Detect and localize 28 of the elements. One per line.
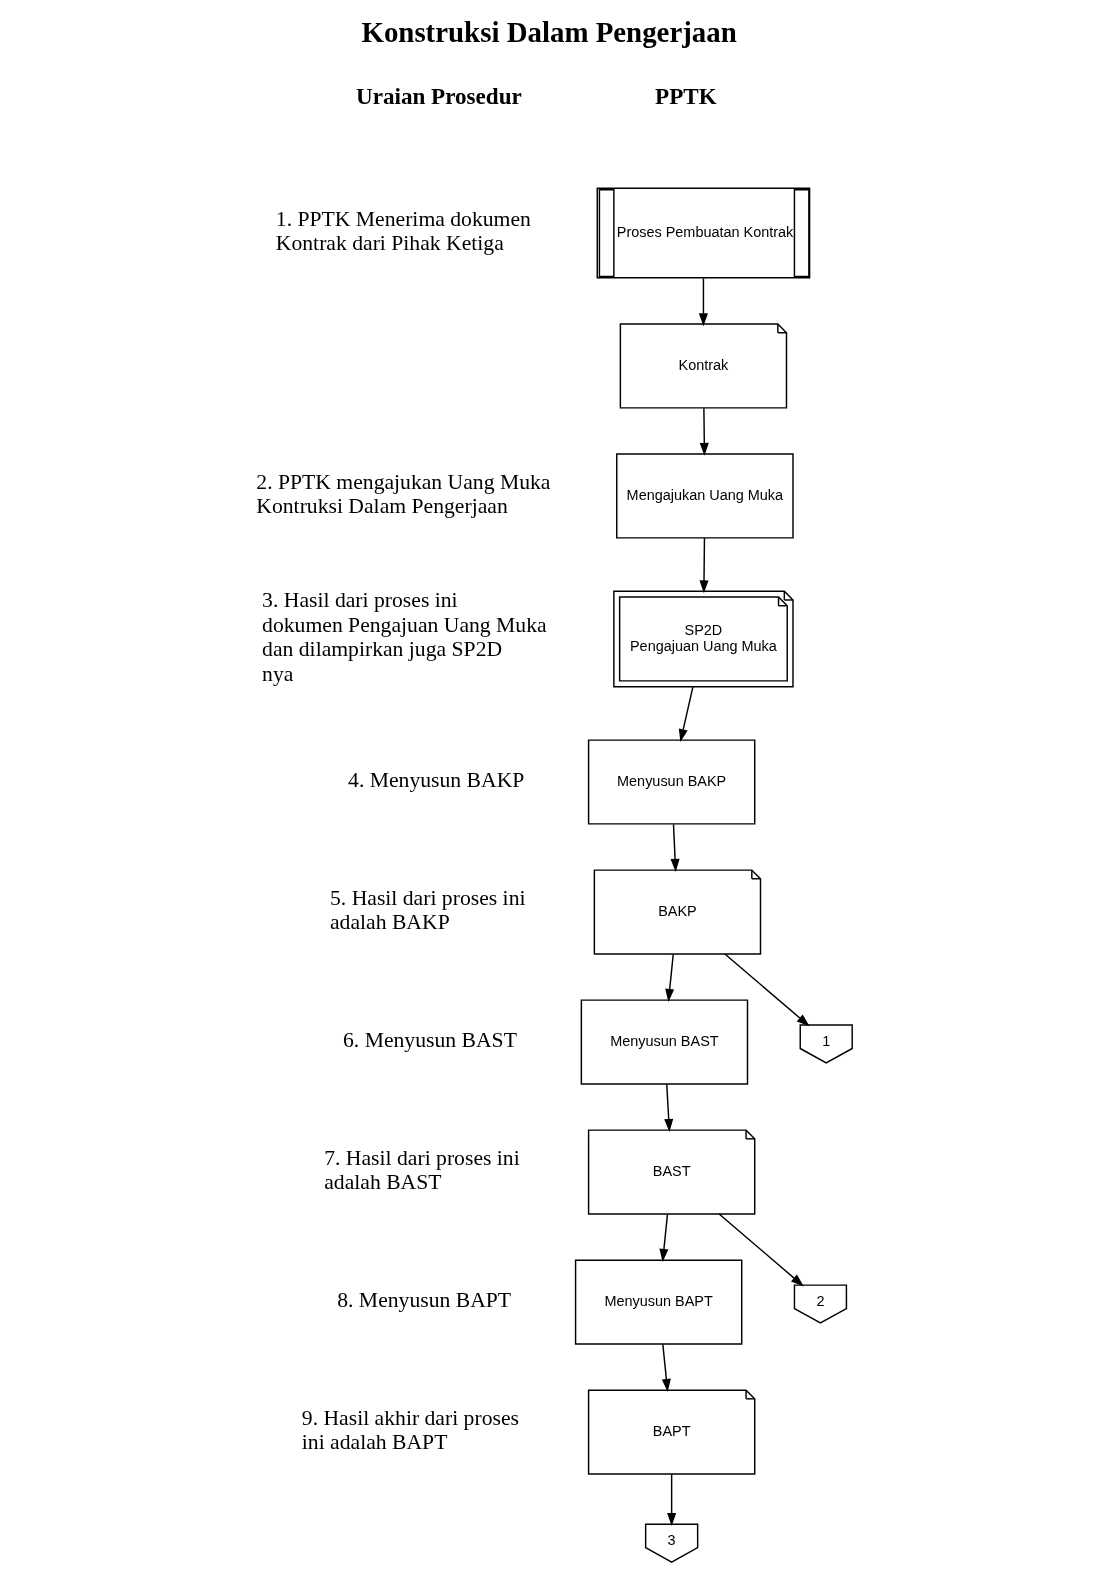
node-box: Menyusun BAPT [574,1259,743,1345]
arrow [699,537,709,594]
label: 6. Menyusun BAST [343,1028,517,1053]
label: 5. Hasil dari proses ini adalah BAKP [330,885,526,935]
arrow [667,1473,677,1526]
label: 3. Hasil dari proses ini dokumen Pengajuan Uang Muka dan dilampirkan juga SP2D nya [262,588,547,686]
arrow [718,1213,804,1287]
arrow [661,1343,671,1392]
label: Uraian Prosedur [356,83,522,110]
node-box: Menyusun BAST [580,999,749,1085]
node-box: Mengajukan Uang Muka [616,453,794,539]
label: 7. Hasil dari proses ini adalah BAST [324,1145,520,1195]
node-box: Menyusun BAKP [587,739,756,825]
label: 8. Menyusun BAPT [337,1288,512,1313]
label: PPTK [655,83,717,110]
label: 2. PPTK mengajukan Uang Muka Kontruksi Dalam Pengerjaan [256,469,551,519]
arrow [698,277,708,327]
arrow [670,823,680,872]
diagram-title: Konstruksi Dalam Pengerjaan [361,16,737,49]
label: 1. PPTK Menerima dokumen Kontrak dari Pihak Ketiga [275,206,531,256]
arrow [664,1083,674,1132]
label: 9. Hasil akhir dari proses ini adalah BAPT [301,1405,519,1455]
arrow [699,407,709,456]
arrow [724,953,810,1027]
arrow [678,686,694,743]
label: 4. Menyusun BAKP [348,768,525,793]
arrow [665,953,675,1002]
arrow [659,1213,669,1262]
